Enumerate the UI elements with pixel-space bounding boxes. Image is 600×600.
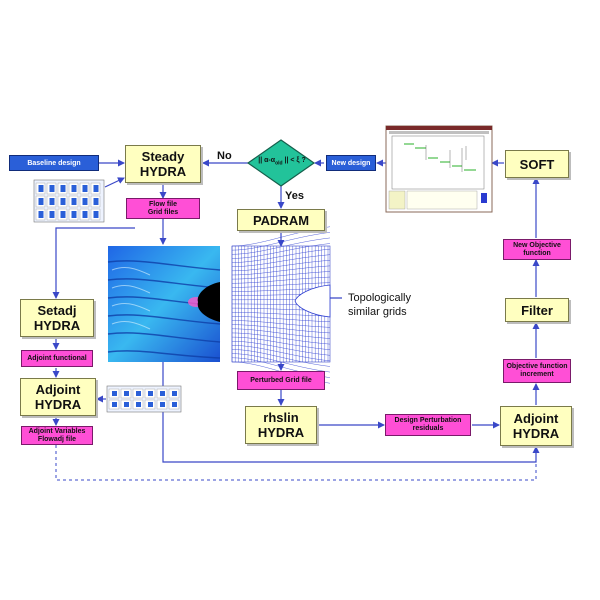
decision-diamond (246, 139, 316, 187)
thumbnail-figure (93, 211, 99, 218)
thumbnail-figure (71, 211, 77, 218)
steady-hydra-box: Steady HYDRA (125, 145, 201, 183)
thumbnail-strip-top (33, 179, 105, 223)
thumbnail-figure (148, 402, 153, 407)
thumbnail-figure (82, 198, 88, 205)
thumbnail-figure (160, 391, 165, 396)
arrow-flowfile-to-setadj (52, 227, 135, 299)
topology-annotation: Topologically similar grids (348, 292, 411, 318)
rhslin-hydra-box: rhslin HYDRA (245, 406, 317, 444)
dashed-feedback-line (55, 445, 537, 481)
decision-yes-label: Yes (285, 190, 304, 202)
decision-condition-text: || α-αold || < ξ ? (258, 157, 306, 167)
padram-box: PADRAM (237, 209, 325, 231)
thumbnail-figure (93, 185, 99, 192)
thumbnail-figure (38, 185, 44, 192)
thumbnail-figure (60, 211, 66, 218)
filter-box: Filter (505, 298, 569, 322)
arrow-thumbs-to-steady (104, 177, 125, 188)
flow-field-picture (107, 246, 221, 362)
thumbnail-figure (38, 211, 44, 218)
thumbnail-figure (136, 391, 141, 396)
thumbnail-figure (49, 185, 55, 192)
thumbnail-figure (49, 198, 55, 205)
new-design-box: New design (326, 155, 376, 171)
perturbed-grid-file-box: Perturbed Grid file (237, 371, 325, 390)
adjoint-variables-box: Adjoint Variables Flowadj file (21, 426, 93, 445)
thumbnail-figure (148, 391, 153, 396)
thumbnail-figure (49, 211, 55, 218)
decision-no-label: No (217, 150, 232, 162)
thumbnail-figure (38, 198, 44, 205)
thumbnail-figure (82, 185, 88, 192)
arrow-flow-to-adjoint-right (162, 362, 540, 463)
adjoint-hydra-right-box: Adjoint HYDRA (500, 406, 572, 446)
thumbnail-figure (60, 185, 66, 192)
baseline-design-box: Baseline design (9, 155, 99, 171)
thumbnail-figure (93, 198, 99, 205)
adjoint-functional-box: Adjoint functional (21, 350, 93, 367)
thumbnail-strip-bottom (106, 385, 182, 413)
thumbnail-figure (112, 402, 117, 407)
thumbnail-figure (124, 391, 129, 396)
flow-grid-files-box: Flow file Grid files (126, 198, 200, 219)
soft-box: SOFT (505, 150, 569, 178)
objective-increment-box: Objective function increment (503, 359, 571, 383)
thumbnail-figure (71, 185, 77, 192)
thumbnail-figure (112, 391, 117, 396)
thumbnail-figure (124, 402, 129, 407)
adjoint-hydra-left-box: Adjoint HYDRA (20, 378, 96, 416)
thumbnail-figure (60, 198, 66, 205)
thumbnail-figure (172, 402, 177, 407)
thumbnail-figure (160, 402, 165, 407)
grid-picture (231, 226, 331, 384)
soft-screenshot-panel (385, 125, 493, 213)
design-perturbation-box: Design Perturbation residuals (385, 414, 471, 436)
new-objective-box: New Objective function (503, 239, 571, 260)
thumbnail-figure (82, 211, 88, 218)
thumbnail-figure (71, 198, 77, 205)
setadj-hydra-box: Setadj HYDRA (20, 299, 94, 337)
thumbnail-figure (172, 391, 177, 396)
thumbnail-figure (136, 402, 141, 407)
